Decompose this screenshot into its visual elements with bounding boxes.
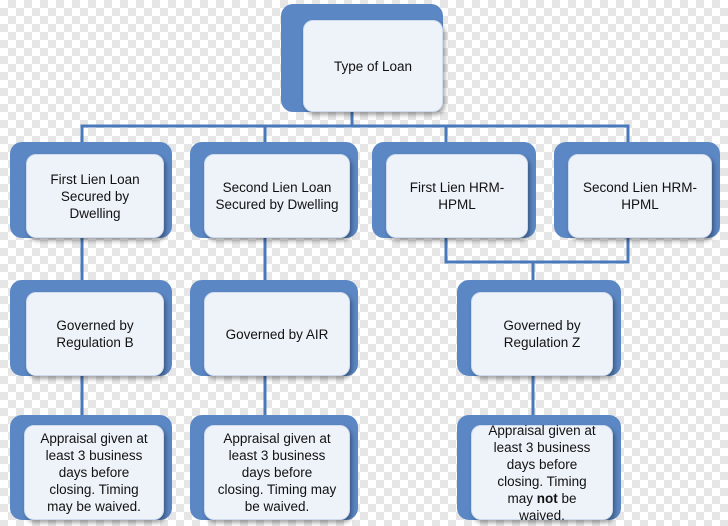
node-label-box: Type of Loan [303, 20, 443, 112]
timing-text: Appraisal given at least 3 business days… [488, 422, 596, 506]
timing-text-end: be waived. [244, 499, 310, 514]
node-timing-air: Appraisal given at least 3 business days… [190, 415, 358, 520]
node-label-box: Appraisal given at least 3 business days… [24, 425, 164, 520]
node-label-box: Governed by AIR [204, 292, 350, 376]
timing-text-end: be waived. [519, 490, 577, 523]
node-regulation-z: Governed by Regulation Z [457, 280, 621, 376]
timing-text: Appraisal given at least 3 business days… [40, 431, 148, 514]
timing-emphasis: not [536, 490, 558, 506]
node-label: Second Lien Loan Secured by Dwelling [215, 180, 339, 212]
node-label-box: Second Lien Loan Secured by Dwelling [204, 154, 350, 238]
node-label-box: Second Lien HRM-HPML [568, 154, 712, 238]
node-label: First Lien HRM-HPML [409, 180, 505, 212]
node-regulation-b: Governed by Regulation B [10, 280, 172, 376]
node-timing-reg-z: Appraisal given at least 3 business days… [457, 415, 621, 523]
node-label: Appraisal given at least 3 business days… [484, 422, 600, 524]
node-first-lien-loan: First Lien Loan Secured by Dwelling [10, 142, 172, 238]
node-label: Governed by Regulation Z [503, 318, 581, 350]
node-label-box: Appraisal given at least 3 business days… [471, 423, 613, 523]
node-timing-reg-b: Appraisal given at least 3 business days… [10, 415, 172, 520]
node-label-box: Governed by Regulation Z [471, 292, 613, 376]
node-label: Appraisal given at least 3 business days… [217, 430, 337, 515]
node-first-lien-hrm: First Lien HRM-HPML [372, 142, 536, 238]
node-label-box: Appraisal given at least 3 business days… [204, 425, 350, 520]
node-label: First Lien Loan Secured by Dwelling [50, 171, 140, 221]
node-label: Type of Loan [333, 58, 413, 74]
timing-text: Appraisal given at least 3 business days… [217, 431, 337, 497]
node-second-lien-hrm: Second Lien HRM-HPML [554, 142, 720, 238]
node-label-box: Governed by Regulation B [26, 292, 164, 376]
node-label-box: First Lien Loan Secured by Dwelling [26, 154, 164, 238]
node-governed-by-air: Governed by AIR [190, 280, 358, 376]
node-label: Second Lien HRM-HPML [582, 180, 698, 212]
node-label: Appraisal given at least 3 business days… [37, 430, 151, 515]
node-label: Governed by Regulation B [56, 318, 134, 350]
node-label: Governed by AIR [225, 326, 329, 342]
node-second-lien-loan: Second Lien Loan Secured by Dwelling [190, 142, 358, 238]
timing-text-end: be waived. [76, 499, 141, 514]
node-label-box: First Lien HRM-HPML [386, 154, 528, 238]
node-type-of-loan: Type of Loan [281, 4, 443, 112]
